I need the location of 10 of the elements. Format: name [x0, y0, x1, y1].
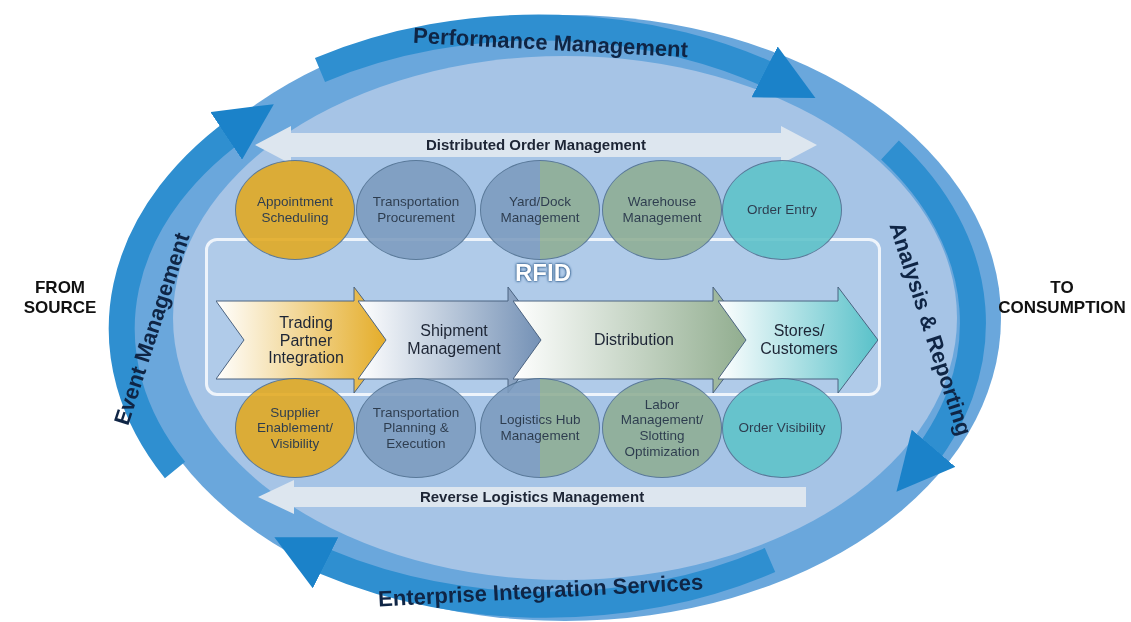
arrow-label: Enterprise Integration Services: [377, 569, 704, 613]
chevron-label: Shipment Management: [406, 322, 502, 358]
chevron-label: Distribution: [593, 331, 675, 349]
frame-title: RFID: [515, 261, 571, 285]
chevron-label: Trading Partner Integration: [267, 313, 345, 367]
chevron-label: Stores/ Customers: [759, 322, 839, 358]
arrow-label: Performance Management: [412, 22, 689, 64]
arrow-label: Reverse Logistics Management: [419, 488, 645, 505]
arrow-label: Distributed Order Management: [426, 136, 646, 153]
side-label: FROM SOURCE: [22, 278, 98, 318]
